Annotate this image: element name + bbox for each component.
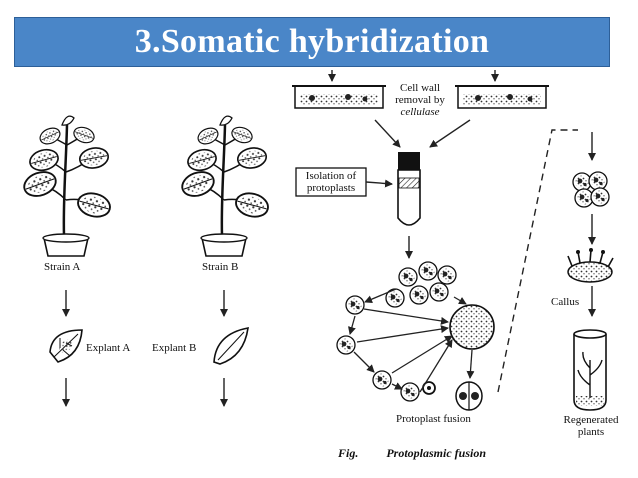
label-cell-wall-removal: Cell wall removal by cellulase — [395, 82, 445, 118]
label-explant-a: Explant A — [86, 342, 131, 354]
label-isolation-of-protoplasts: Isolation of protoplasts — [305, 170, 357, 194]
isolation-box — [295, 167, 367, 197]
cell-cluster — [572, 171, 610, 208]
label-callus: Callus — [551, 296, 580, 308]
hybrid-cell — [455, 381, 483, 411]
test-tube — [397, 152, 421, 226]
title-banner: 3.Somatic hybridization — [14, 17, 610, 67]
label-protoplast-fusion: Protoplast fusion — [396, 413, 471, 425]
label-strain-b: Strain B — [202, 261, 239, 273]
fusion-arrows — [348, 288, 475, 393]
label-regenerated-plants: Regenerated plants — [563, 414, 619, 438]
fused-protoplast — [449, 304, 495, 350]
callus — [567, 248, 614, 283]
label-explant-b: Explant B — [152, 342, 197, 354]
explant-a-leaf — [49, 329, 83, 363]
plant-strain-a — [19, 115, 114, 257]
dashed-connector — [497, 129, 578, 393]
slide-title: 3.Somatic hybridization — [134, 23, 490, 60]
protoplast-cells — [336, 261, 457, 402]
regenerated-plant-tube — [573, 329, 607, 411]
petri-dish-left — [292, 85, 386, 109]
label-strain-a: Strain A — [44, 261, 81, 273]
plant-strain-b — [177, 115, 272, 257]
petri-dish-right — [455, 85, 549, 109]
figure-caption: Fig.Protoplasmic fusion — [338, 446, 487, 460]
explant-b-leaf — [213, 327, 249, 365]
